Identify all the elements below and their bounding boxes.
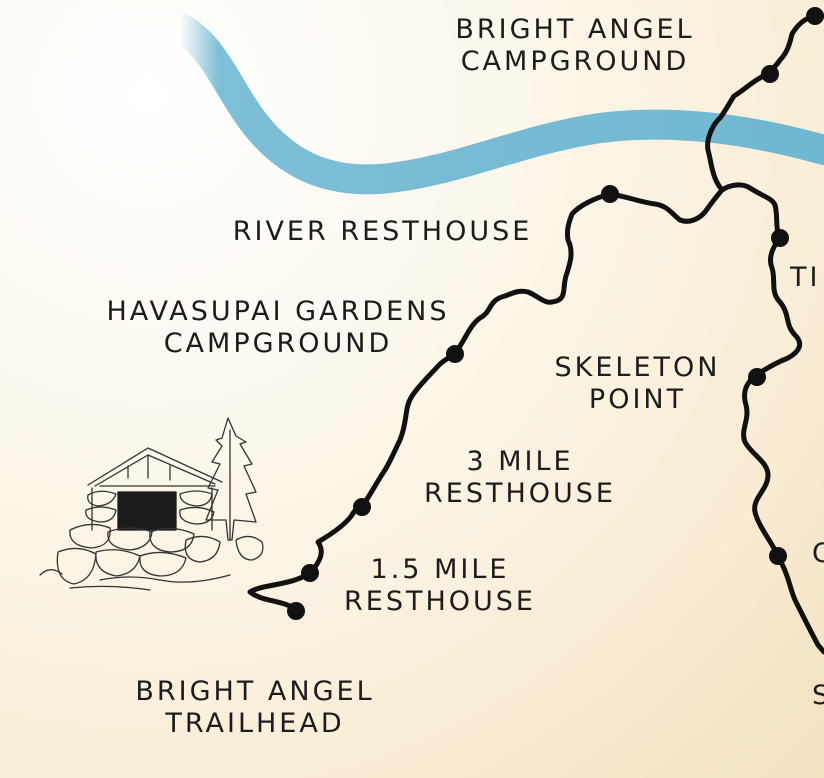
label-bright-angel-campground: BRIGHT ANGEL CAMPGROUND [430, 14, 720, 78]
label-line: 3 MILE [466, 446, 574, 477]
three-mile-resthouse-marker[interactable] [353, 498, 371, 516]
label-line: RIVER RESTHOUSE [232, 216, 533, 247]
label-line: C [812, 538, 824, 570]
label-line: RESTHOUSE [424, 478, 616, 509]
label-bright-angel-trailhead: BRIGHT ANGEL TRAILHEAD [110, 676, 400, 740]
label-line: CAMPGROUND [163, 328, 393, 359]
label-line: BRIGHT ANGEL [135, 676, 375, 707]
label-partial-ti: TI [790, 262, 824, 294]
label-line: 1.5 MILE [370, 554, 510, 585]
havasupai-gardens-marker[interactable] [446, 345, 464, 363]
label-line: SKELETON [554, 352, 721, 383]
label-line: HAVASUPAI GARDENS [106, 296, 450, 327]
river-resthouse-marker[interactable] [601, 185, 619, 203]
top-marker[interactable] [806, 7, 824, 25]
skeleton-point-marker[interactable] [748, 368, 766, 386]
label-line: TI [790, 262, 821, 293]
label-line: CAMPGROUND [460, 46, 690, 77]
label-line: POINT [588, 384, 687, 415]
stone-resthouse-sketch [39, 417, 264, 591]
label-river-resthouse: RIVER RESTHOUSE [210, 216, 555, 248]
trailhead-marker[interactable] [287, 602, 305, 620]
north-trail [705, 13, 824, 193]
label-skeleton-point: SKELETON POINT [535, 352, 740, 416]
label-havasupai-gardens-campground: HAVASUPAI GARDENS CAMPGROUND [78, 296, 478, 360]
label-three-mile-resthouse: 3 MILE RESTHOUSE [405, 446, 635, 510]
lower-right-marker[interactable] [769, 547, 787, 565]
bright-angel-trail [247, 182, 783, 613]
label-line: TRAILHEAD [165, 708, 345, 739]
junction-marker[interactable] [771, 229, 789, 247]
colorado-river [165, 13, 824, 195]
label-line: RESTHOUSE [344, 586, 536, 617]
label-partial-s: S [812, 680, 824, 712]
label-one-point-five-mile-resthouse: 1.5 MILE RESTHOUSE [325, 554, 555, 618]
bright-angel-campground-marker[interactable] [761, 65, 779, 83]
south-kaibab-trail [741, 235, 824, 655]
label-line: BRIGHT ANGEL [455, 14, 695, 45]
label-partial-c: C [812, 538, 824, 570]
one-point-five-mile-resthouse-marker[interactable] [301, 564, 319, 582]
label-line: S [812, 680, 824, 711]
